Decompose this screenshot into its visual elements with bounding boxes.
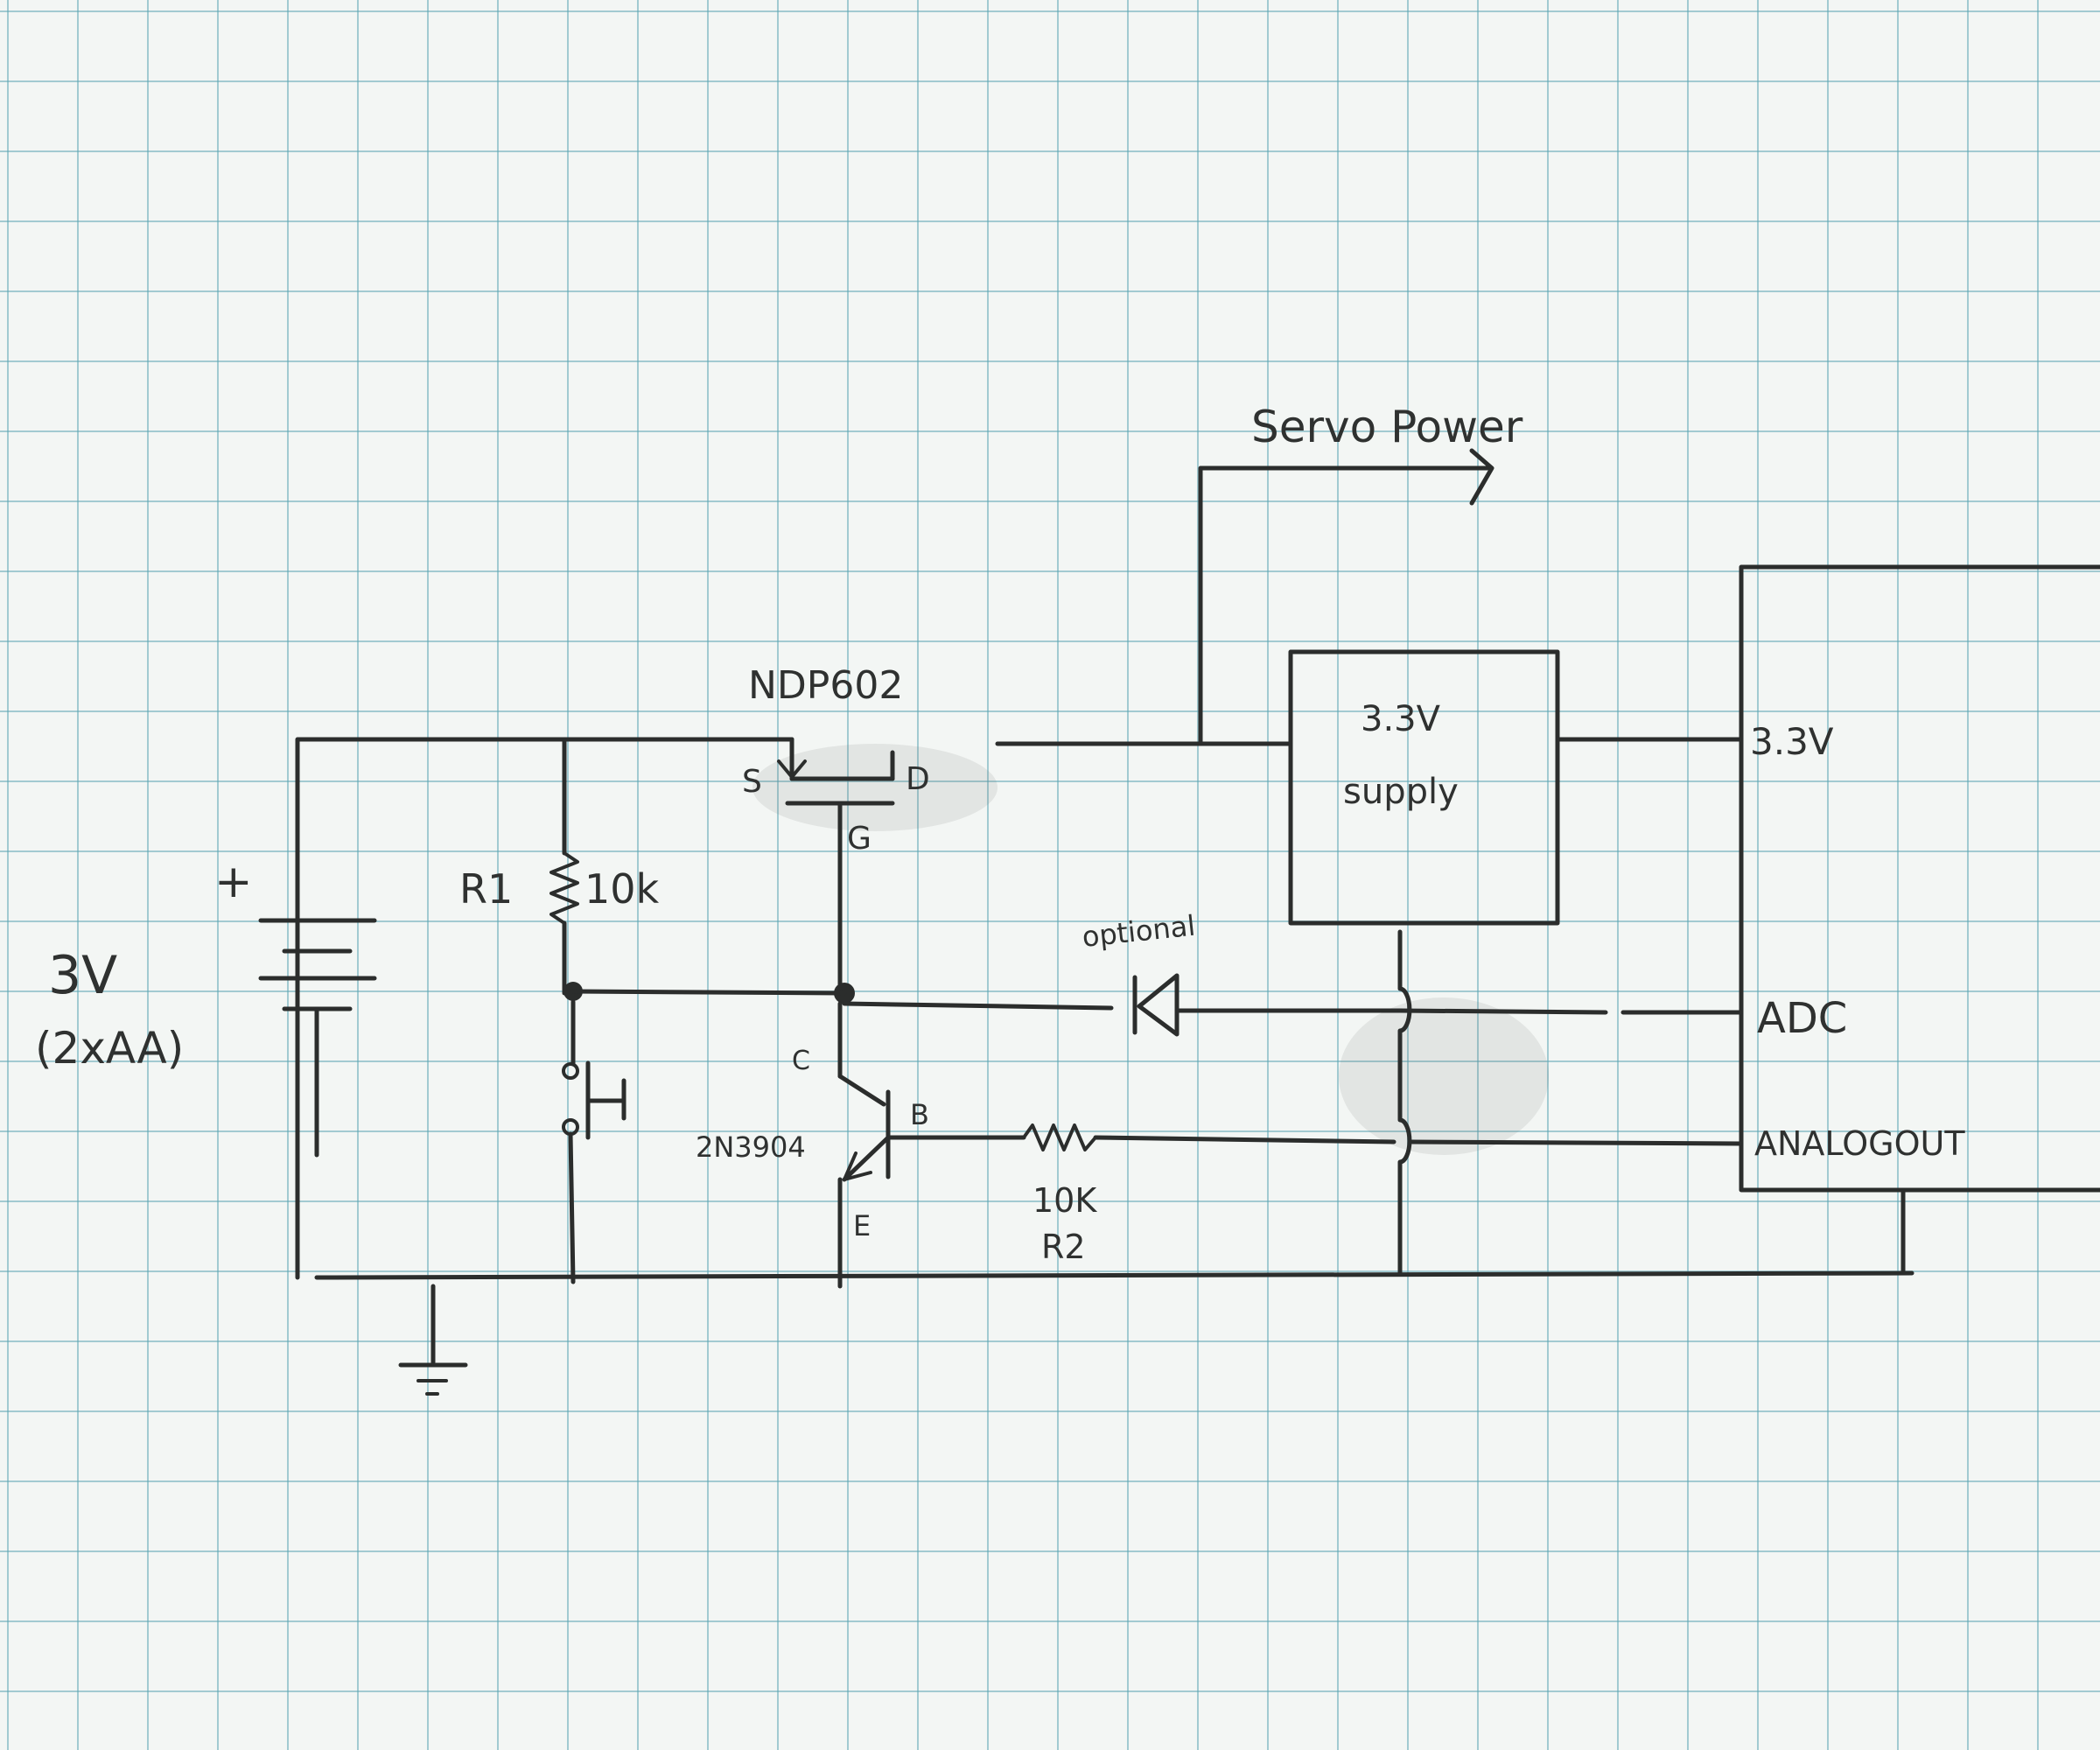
label-transistor-part: 2N3904 <box>696 1130 806 1164</box>
label-battery-plus: + <box>214 856 253 908</box>
label-mosfet-source: S <box>742 764 762 800</box>
label-transistor-emitter: E <box>853 1209 871 1242</box>
wire-battery-positive <box>295 737 755 1280</box>
label-supply-line2: supply <box>1343 772 1459 812</box>
wire-ground-rail <box>314 1270 1914 1280</box>
label-r2-value: 10K <box>1032 1181 1097 1220</box>
servo-power-arrow <box>1469 448 1494 506</box>
wire-supply-ground <box>1397 929 1412 1276</box>
resistor-r1 <box>550 851 579 925</box>
wire-node-to-diode <box>842 1001 1114 1011</box>
label-mosfet-gate: G <box>847 821 872 857</box>
label-mcu-analogout: ANALOGOUT <box>1754 1124 1965 1163</box>
transistor-2n3904 <box>837 1001 891 1289</box>
wire-analogout <box>1093 1135 1744 1146</box>
label-battery-voltage: 3V <box>48 945 117 1006</box>
wire-gate-node <box>570 989 847 996</box>
label-supply-line1: 3.3V <box>1361 699 1441 739</box>
label-optional: optional <box>1081 909 1197 954</box>
label-r2-name: R2 <box>1041 1228 1086 1266</box>
diode-optional <box>1132 973 1403 1037</box>
label-mcu-3v3: 3.3V <box>1750 720 1834 763</box>
eraser-smudge <box>1339 998 1549 1155</box>
label-mcu-adc: ADC <box>1757 994 1847 1043</box>
label-mosfet-drain: D <box>906 761 930 797</box>
eraser-smudge <box>752 744 998 831</box>
label-transistor-collector: C <box>792 1046 810 1076</box>
label-transistor-base: B <box>910 1098 929 1131</box>
label-r1-name: R1 <box>459 865 513 913</box>
label-battery-type: (2xAA) <box>35 1023 184 1074</box>
ground-symbol <box>398 1284 468 1396</box>
supply-3v3-box <box>1288 649 1560 926</box>
wire-adc <box>1397 1008 1744 1015</box>
resistor-r2 <box>1022 1124 1097 1152</box>
microcontroller-box <box>1739 564 2100 1193</box>
pushbutton <box>562 999 626 1284</box>
label-r1-value: 10k <box>584 865 660 913</box>
wire-servo-power <box>1198 466 1490 746</box>
battery-3v <box>258 918 377 1158</box>
label-mosfet-part: NDP602 <box>748 663 903 708</box>
label-servo-power: Servo Power <box>1251 402 1523 452</box>
mosfet-ndp602 <box>750 737 895 996</box>
